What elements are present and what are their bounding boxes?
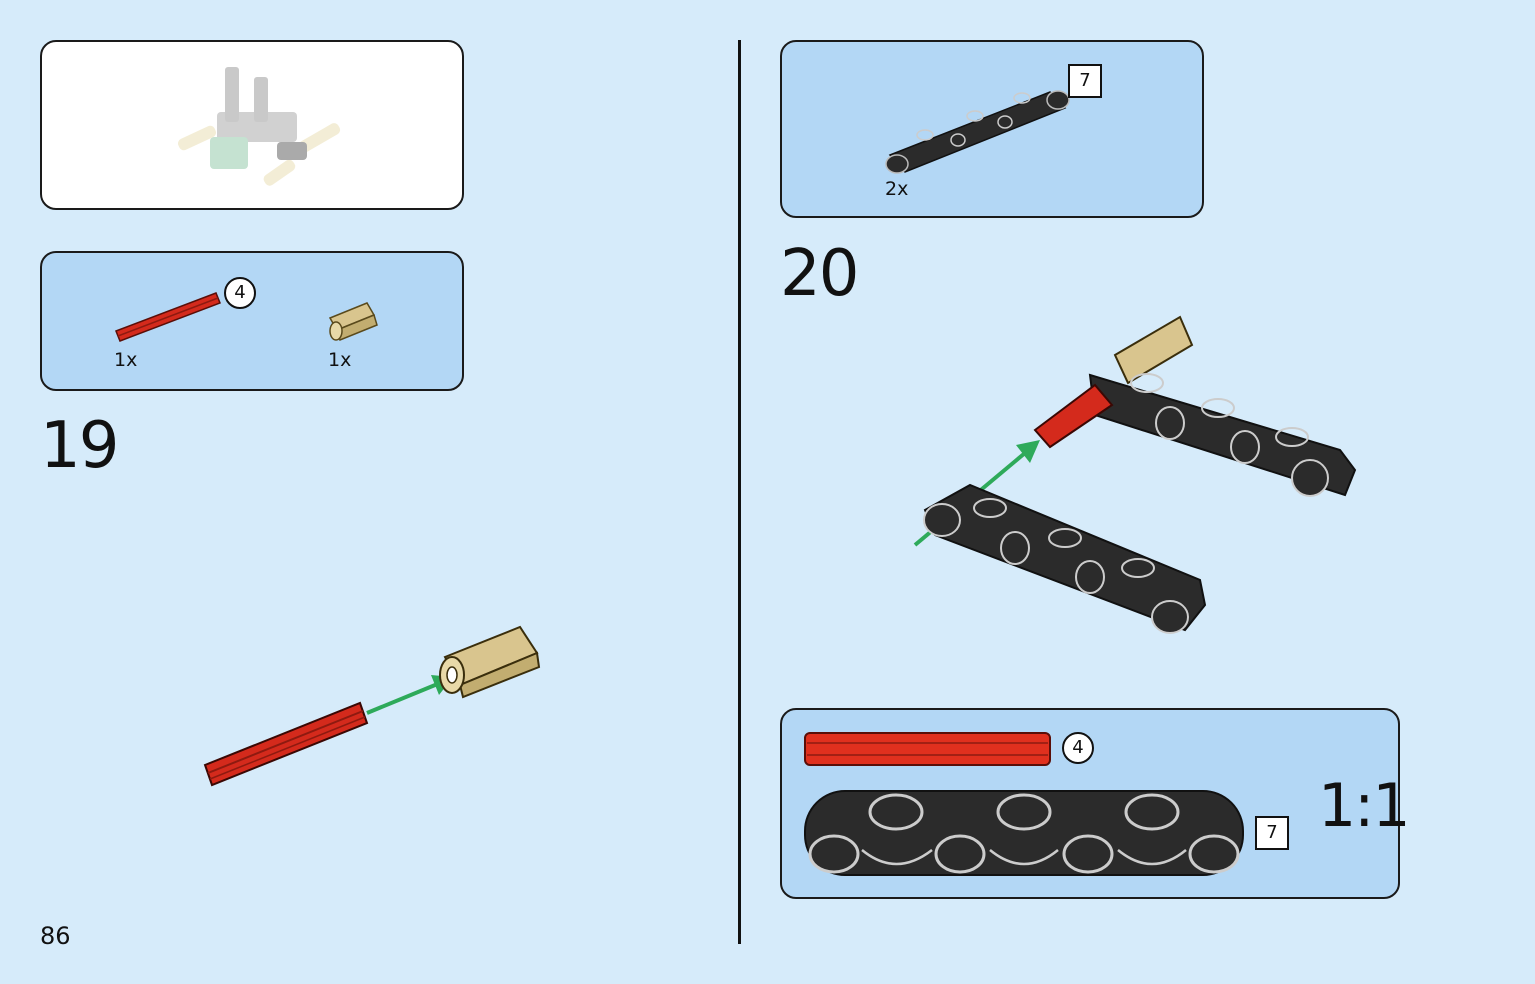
step-20-parts-panel: 7 2x xyxy=(780,40,1204,218)
axle-scale-image xyxy=(804,732,1051,766)
page-divider xyxy=(738,40,741,944)
axle-scale-length-badge: 4 xyxy=(1062,732,1094,764)
step-20-number: 20 xyxy=(780,237,859,311)
beam-length-badge: 7 xyxy=(1068,64,1102,98)
previous-model-preview-panel xyxy=(40,40,464,210)
axle-quantity: 1x xyxy=(114,349,138,371)
step-19-parts-panel: 4 1x 1x xyxy=(40,251,464,391)
connector-quantity: 1x xyxy=(328,349,352,371)
scale-reference-panel: 4 7 1:1 xyxy=(780,708,1411,899)
tan-connector-part-icon xyxy=(328,302,378,342)
step-19-assembly-diagram xyxy=(203,625,541,787)
black-beam-part-icon xyxy=(885,90,1070,174)
beam-scale-image xyxy=(804,790,1244,876)
faded-model-preview-image xyxy=(177,67,341,186)
step-20-assembly-diagram xyxy=(913,315,1357,634)
page-number: 86 xyxy=(40,922,71,950)
step-19-number: 19 xyxy=(40,409,119,483)
beam-quantity: 2x xyxy=(885,178,909,200)
red-axle-part-icon xyxy=(115,292,221,342)
axle-length-badge: 4 xyxy=(224,277,256,309)
beam-scale-length-badge: 7 xyxy=(1255,816,1289,850)
scale-ratio-label: 1:1 xyxy=(1318,771,1411,841)
